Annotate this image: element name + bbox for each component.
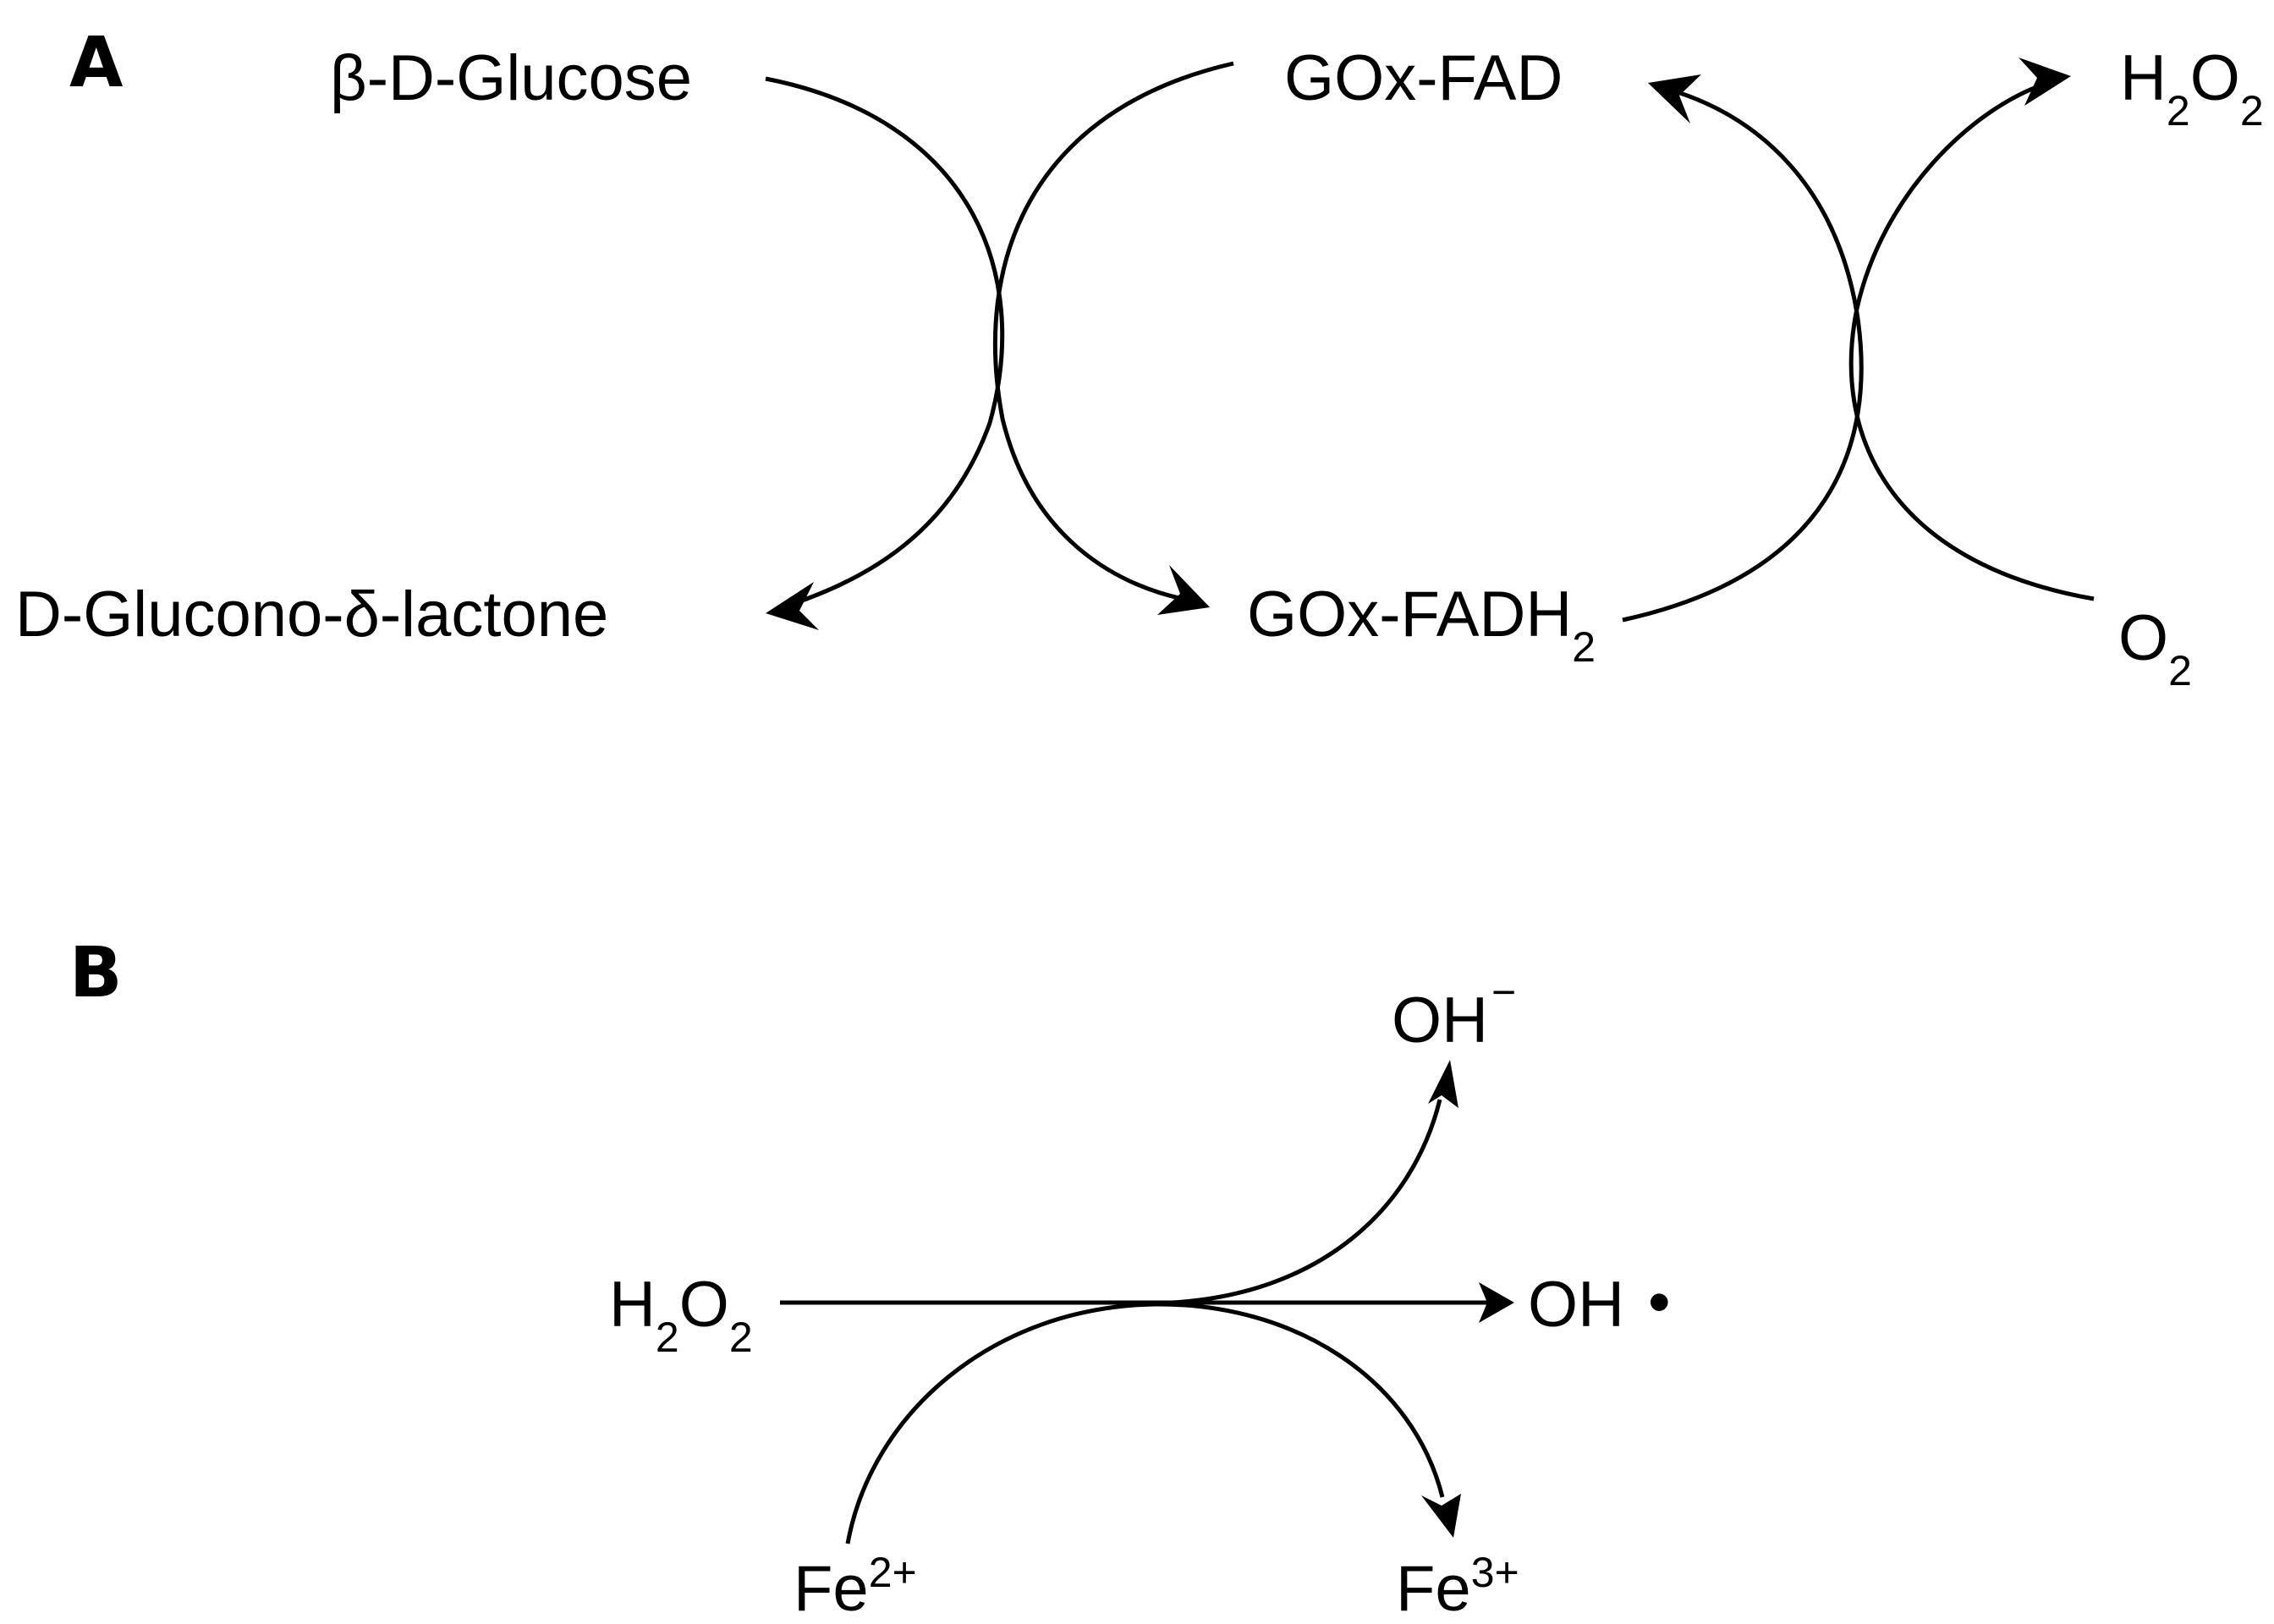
panel-b-letter: B <box>69 933 123 1013</box>
gox-fadh2-subscript: 2 <box>1572 623 1596 671</box>
gox-fadh2-label: GOx-FADH2 <box>1247 579 1596 671</box>
glucose-label: β-D-Glucose <box>330 42 692 114</box>
arrowhead-h2o2 <box>2019 58 2071 106</box>
fe3-label: Fe3+ <box>1396 1549 1519 1624</box>
fe2-label: Fe2+ <box>794 1549 917 1624</box>
arc-goxfadh2-to-goxfad <box>1622 89 1864 623</box>
gox-fadh2-base: GOx-FADH <box>1247 579 1572 650</box>
panel-a-letter: A <box>69 23 124 103</box>
arc-glucose-to-lactone <box>765 76 1005 610</box>
arc-to-hydroxide <box>1171 1099 1442 1305</box>
panel-b: B H2O2 OH− OH • Fe2+ Fe3+ <box>69 933 1671 1624</box>
arrowhead-oh-radical <box>1479 1282 1514 1323</box>
o2-label: O2 <box>2118 602 2192 694</box>
radical-dot: • <box>1648 1266 1671 1338</box>
gox-fad-label: GOx-FAD <box>1284 42 1563 114</box>
arrowhead-hydroxide <box>1428 1060 1458 1108</box>
arc-fe2-to-fe3 <box>845 1302 1445 1544</box>
hydroxide-label: OH− <box>1392 968 1516 1056</box>
arrowhead-fe3 <box>1421 1494 1461 1538</box>
arrowhead-lactone <box>766 582 819 630</box>
hydroxyl-radical-label: OH <box>1528 1269 1624 1341</box>
h2o2-product-label: H2O2 <box>2120 42 2264 134</box>
arc-o2-to-h2o2 <box>1848 82 2095 601</box>
arrowhead-goxfad <box>1648 74 1701 123</box>
gluconolactone-label: D-Glucono-δ-lactone <box>15 579 608 650</box>
panel-a: A β-D-Glucose D-Glucono-δ-lactone GOx-FA… <box>15 23 2264 694</box>
arrowhead-goxfadh2 <box>1157 565 1210 615</box>
h2o2-reactant-label: H2O2 <box>609 1269 753 1361</box>
arc-goxfad-to-goxfadh2 <box>992 61 1234 603</box>
